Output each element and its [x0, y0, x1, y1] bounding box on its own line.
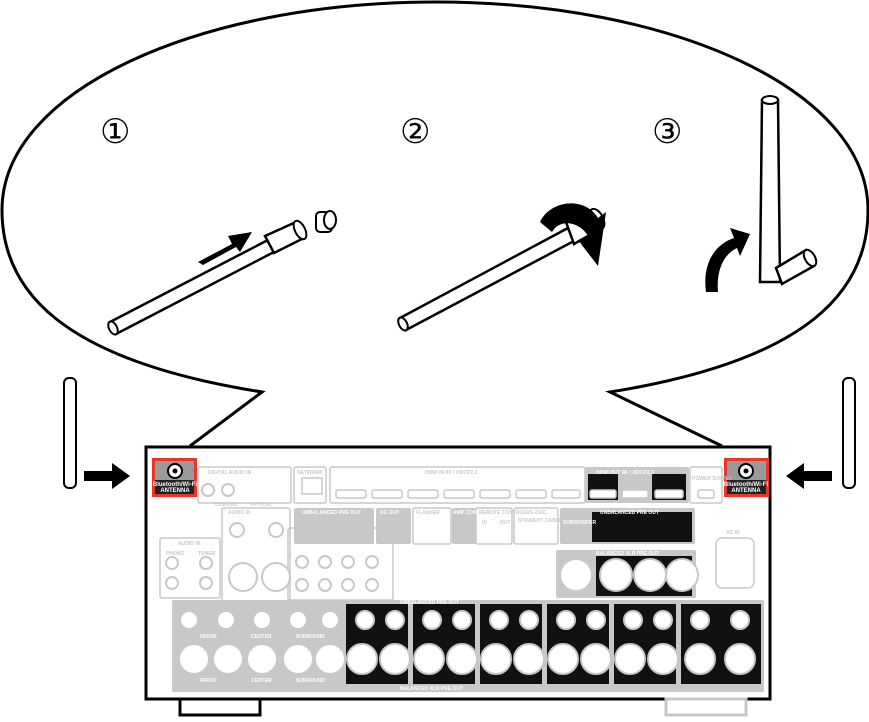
label-unbalanced-pre-out-bottom: UNBALANCED PRE OUT: [400, 600, 459, 606]
label-unbalanced-pre-out: UNBALANCED PRE OUT: [600, 510, 659, 516]
label-hdmi-in: HDMI IN 8K / HDCP2.3: [425, 470, 477, 476]
label-surround-xlr: SURROUND: [296, 678, 325, 684]
step1-antenna-illustration: [107, 210, 337, 336]
label-power-supply: POWER SUPPLY: [692, 476, 732, 482]
label-network: NETWORK: [297, 470, 323, 476]
antenna-terminal-left: Bluetooth/Wi-Fi ANTENNA: [152, 458, 197, 497]
label-tuner: TUNER: [198, 551, 216, 557]
connector-cap-icon: [315, 210, 337, 233]
label-center: CENTER: [251, 634, 272, 640]
antenna-terminal-right: Bluetooth/Wi-Fi ANTENNA: [724, 458, 769, 497]
svg-text:ANTENNA: ANTENNA: [731, 488, 761, 494]
label-audio-in-top: AUDIO IN: [228, 510, 251, 516]
label-optical: OPTICAL: [250, 502, 272, 508]
label-remote-in: IN: [482, 520, 487, 526]
label-front: FRONT: [200, 634, 217, 640]
label-digital-audio-in: DIGITAL AUDIO IN: [208, 470, 252, 476]
svg-text:Bluetooth/Wi-Fi: Bluetooth/Wi-Fi: [724, 482, 769, 488]
label-unbalanced-pre-out-zone: UNBALANCED PRE OUT: [302, 510, 361, 516]
step-number-2: ②: [400, 112, 430, 152]
bend-arrow-icon: [705, 228, 750, 292]
label-flasher: FLASHER: [416, 510, 440, 516]
label-ac-in: AC IN: [726, 530, 740, 536]
push-arrow-icon: [198, 232, 252, 265]
label-surround: SURROUND: [296, 634, 325, 640]
right-arrow-icon: [786, 463, 832, 489]
step-number-1: ①: [100, 112, 130, 152]
label-remote-out: OUT: [500, 520, 511, 526]
label-remote-control: REMOTE CONTROL: [479, 510, 527, 516]
label-dc-out: DC OUT: [380, 510, 399, 516]
label-rs232c: RS-232C: [526, 510, 547, 516]
label-straight-cable: STRAIGHT CABLE: [518, 518, 563, 524]
svg-text:ANTENNA: ANTENNA: [160, 488, 190, 494]
step3-antenna-illustration: [705, 95, 818, 292]
label-hdmi-out: HDMI OUT 8K / HDCP2.3: [596, 470, 654, 476]
step2-antenna-illustration: [397, 203, 606, 332]
label-audio-in: AUDIO IN: [178, 541, 201, 547]
label-subwoofer: SUBWOOFER: [563, 520, 596, 526]
svg-text:Bluetooth/Wi-Fi: Bluetooth/Wi-Fi: [153, 482, 198, 488]
left-antenna-icon: [63, 377, 77, 489]
rotate-arrow-icon: [540, 203, 606, 266]
label-amp-control: AMP CONTROL: [453, 510, 490, 516]
speech-bubble: [0, 0, 869, 448]
right-antenna-icon: [842, 377, 856, 489]
rear-panel: Bluetooth/Wi-Fi ANTENNA Bluetooth/Wi-Fi …: [144, 445, 772, 717]
label-coaxial: COAXIAL: [215, 502, 238, 508]
step-number-3: ③: [652, 112, 682, 152]
label-balanced-xlr-pre-out: BALANCED XLR PRE OUT: [400, 686, 463, 692]
label-balanced-xlr-pre-out-top: BALANCED XLR PRE OUT: [596, 551, 659, 557]
label-phono: PHONO: [166, 551, 184, 557]
label-front-xlr: FRONT: [200, 678, 217, 684]
label-center-xlr: CENTER: [251, 678, 272, 684]
left-arrow-icon: [84, 463, 130, 489]
